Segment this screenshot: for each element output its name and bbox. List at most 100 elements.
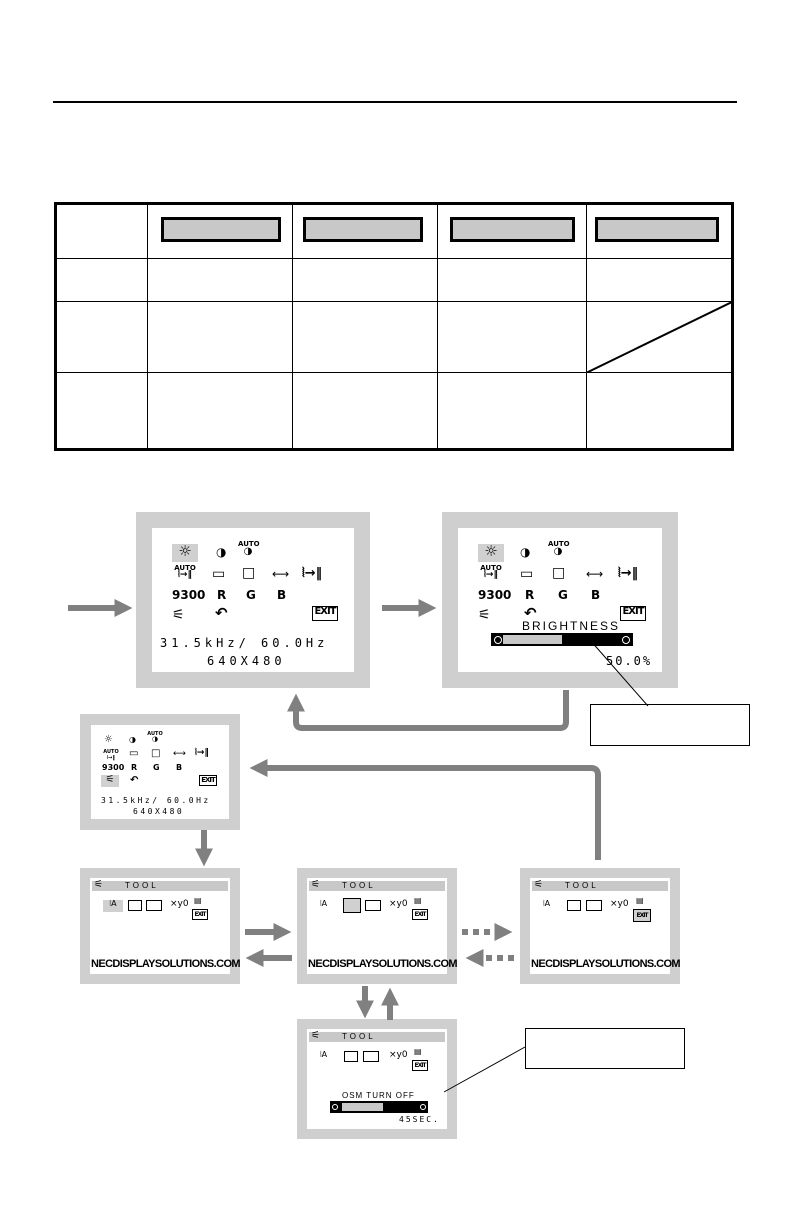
contrast-icon[interactable]: ◑ (129, 735, 136, 744)
v-position-icon[interactable]: □ (151, 748, 161, 759)
h-position-icon[interactable]: ▭ (212, 566, 226, 582)
tool-icon: ⚟ (311, 1030, 320, 1041)
sun-icon[interactable]: ☼ (478, 544, 504, 562)
v-position-icon[interactable]: □ (552, 565, 566, 581)
tool-title: TOOL (342, 881, 376, 890)
osm-lockout-icon[interactable]: ×y0 (389, 1050, 408, 1060)
website-url: NECDISPLAYSOLUTIONS.COM (531, 958, 681, 970)
osm-turn-off-icon[interactable] (363, 1051, 379, 1062)
osm-screen-tool-selected: ☼ ◑ AUTO◑ AUTO⦚→‖ ▭ □ ⟷ ⦚→‖ 9300 R G B ⚟… (80, 714, 240, 830)
tool-title-bar (92, 881, 228, 891)
contrast-icon[interactable]: ◑ (520, 545, 531, 559)
language-icon[interactable]: ⦚A (320, 899, 328, 908)
osm-lockout-icon[interactable]: ×y0 (610, 899, 629, 909)
table-row-divider (57, 258, 731, 259)
brightness-slider-fill (503, 635, 562, 644)
h-position-icon[interactable]: ▭ (520, 566, 534, 582)
color-b-label[interactable]: B (277, 588, 287, 602)
fine-icon[interactable]: ⦚→‖ (618, 566, 639, 581)
color-r-label[interactable]: R (525, 588, 535, 602)
color-b-label[interactable]: B (176, 763, 183, 772)
h-size-icon[interactable]: ⟷ (272, 567, 290, 581)
reset-icon[interactable]: ↶ (215, 604, 228, 622)
reset-icon[interactable]: ↶ (130, 775, 139, 786)
language-icon[interactable]: ⦚A (543, 899, 551, 908)
h-position-icon[interactable]: ▭ (129, 748, 139, 759)
sun-icon[interactable]: ☼ (172, 544, 198, 562)
arrow-brightness-back (287, 690, 569, 731)
not-applicable-diagonal (586, 301, 734, 373)
h-size-icon[interactable]: ⟷ (586, 567, 604, 581)
color-g-label[interactable]: G (153, 763, 160, 772)
osm-screen-brightness: ☼ ◑ AUTO◑ AUTO⦚→‖ ▭ □ ⟷ ⦚→‖ 9300 R G B ⚟… (442, 512, 678, 688)
h-size-icon[interactable]: ⟷ (173, 749, 186, 759)
osm-position-icon[interactable] (567, 900, 581, 911)
auto-contrast-icon[interactable]: AUTO◑ (548, 540, 570, 557)
osm-position-icon[interactable] (128, 900, 142, 911)
osm-lockout-icon[interactable]: ×y0 (170, 899, 189, 909)
table-row-divider (57, 301, 731, 302)
color-b-label[interactable]: B (591, 588, 601, 602)
osm-position-icon[interactable] (343, 898, 361, 913)
exit-icon[interactable]: EXIT (620, 606, 646, 621)
arrow-exit-to-tool-select (249, 759, 601, 860)
callout-box (590, 704, 750, 746)
osm-screen-tool-exit: ⚟ TOOL ⦚A ×y0 ▤ EXIT NECDISPLAYSOLUTIONS… (520, 868, 681, 984)
exit-icon[interactable]: EXIT (192, 909, 208, 920)
color-r-label[interactable]: R (217, 588, 227, 602)
callout-box (525, 1028, 685, 1069)
callout-leader-line (443, 1046, 526, 1093)
exit-icon[interactable]: EXIT (199, 775, 217, 786)
information-icon[interactable]: ▤ (636, 896, 644, 905)
settings-table (54, 202, 734, 451)
information-icon[interactable]: ▤ (414, 1047, 422, 1056)
frequency-readout: 31.5kHz/ 60.0Hz (160, 636, 329, 650)
reset-icon[interactable]: ↶ (524, 604, 537, 622)
color-9300-label[interactable]: 9300 (102, 763, 125, 772)
language-icon[interactable]: ⦚A (103, 900, 123, 912)
osm-lockout-icon[interactable]: ×y0 (389, 899, 408, 909)
osm-turn-off-value: 45SEC. (399, 1115, 440, 1124)
tool-title: TOOL (565, 881, 599, 890)
auto-adjust-icon[interactable]: AUTO⦚→‖ (174, 564, 196, 580)
tool-icon[interactable]: ⚟ (172, 607, 185, 623)
fine-icon[interactable]: ⦚→‖ (302, 566, 323, 581)
exit-icon[interactable]: EXIT (412, 909, 428, 920)
auto-adjust-icon[interactable]: AUTO⦚→‖ (103, 749, 119, 761)
brightness-label: BRIGHTNESS (522, 619, 621, 633)
osm-turn-off-icon[interactable] (586, 900, 602, 911)
osm-turn-off-icon[interactable] (365, 900, 381, 911)
tool-title: TOOL (125, 881, 159, 890)
plus-icon (420, 1104, 426, 1110)
minus-icon (332, 1104, 338, 1110)
auto-contrast-icon[interactable]: AUTO◑ (238, 540, 260, 557)
tool-icon[interactable]: ⚟ (101, 775, 119, 787)
auto-contrast-icon[interactable]: AUTO◑ (147, 731, 163, 743)
color-9300-label[interactable]: 9300 (478, 588, 512, 602)
exit-icon[interactable]: EXIT (412, 1060, 428, 1071)
exit-icon[interactable]: EXIT (312, 606, 338, 621)
sun-icon[interactable]: ☼ (104, 734, 113, 745)
contrast-icon[interactable]: ◑ (216, 545, 227, 559)
information-icon[interactable]: ▤ (414, 896, 422, 905)
osm-turn-off-slider[interactable] (330, 1101, 428, 1113)
color-9300-label[interactable]: 9300 (172, 588, 206, 602)
auto-adjust-icon[interactable]: AUTO⦚→‖ (480, 564, 502, 580)
tool-icon[interactable]: ⚟ (478, 607, 491, 623)
language-icon[interactable]: ⦚A (320, 1050, 328, 1059)
osm-screen-tool-language: ⚟ TOOL ⦚A ×y0 ▤ EXIT NECDISPLAYSOLUTIONS… (80, 868, 241, 984)
table-header-box (303, 217, 423, 242)
osm-position-icon[interactable] (344, 1051, 358, 1062)
fine-icon[interactable]: ⦚→‖ (195, 748, 209, 758)
osm-turn-off-slider-fill (342, 1103, 383, 1111)
tool-icon: ⚟ (534, 879, 543, 890)
tool-title-bar (532, 881, 668, 891)
exit-icon[interactable]: EXIT (633, 909, 651, 922)
color-r-label[interactable]: R (131, 763, 138, 772)
color-g-label[interactable]: G (558, 588, 568, 602)
information-icon[interactable]: ▤ (194, 896, 202, 905)
v-position-icon[interactable]: □ (242, 565, 256, 581)
brightness-slider[interactable] (491, 633, 633, 646)
osm-turn-off-icon[interactable] (146, 900, 162, 911)
color-g-label[interactable]: G (246, 588, 256, 602)
